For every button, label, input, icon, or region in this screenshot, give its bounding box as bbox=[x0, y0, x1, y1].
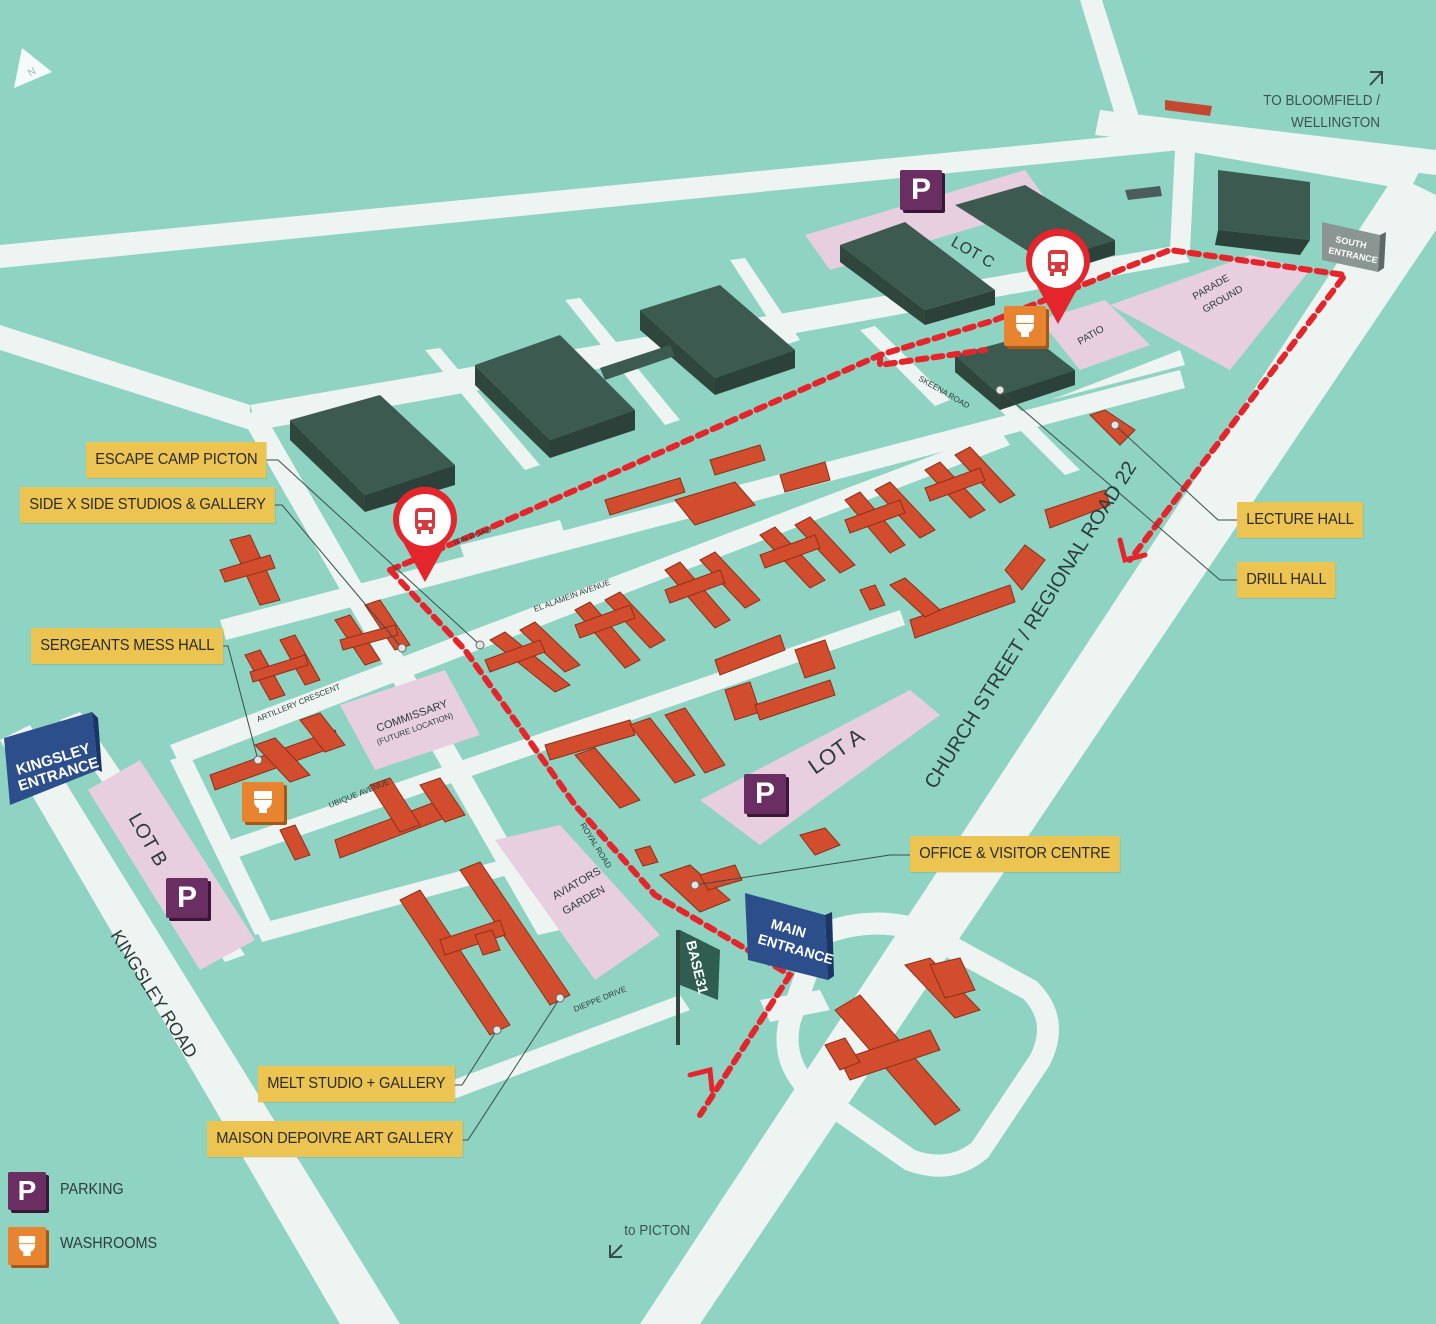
red-buildings bbox=[209, 409, 1136, 1126]
to-bloomfield-line-2: WELLINGTON bbox=[1290, 114, 1380, 131]
callout-maison-depoivre[interactable]: MAISON DEPOIVRE ART GALLERY bbox=[207, 1121, 463, 1157]
toilet-icon bbox=[1016, 315, 1034, 337]
callout-side-x-side[interactable]: SIDE X SIDE STUDIOS & GALLERY bbox=[20, 487, 275, 523]
bus-stop-pin-icon[interactable] bbox=[393, 486, 457, 582]
svg-text:N: N bbox=[26, 66, 38, 79]
parking-icon[interactable]: P bbox=[900, 170, 942, 210]
parking-icon[interactable]: P bbox=[744, 774, 786, 814]
legend-parking-label: PARKING bbox=[60, 1181, 124, 1198]
toilet-icon bbox=[18, 1236, 36, 1256]
lot-b-area bbox=[88, 760, 255, 970]
callout-escape-camp[interactable]: ESCAPE CAMP PICTON bbox=[86, 442, 267, 478]
callout-drill-hall[interactable]: DRILL HALL bbox=[1237, 562, 1336, 598]
shuttle-route bbox=[387, 246, 1351, 1118]
parking-icon[interactable]: P bbox=[166, 878, 208, 918]
south-entrance-sign bbox=[1322, 222, 1386, 272]
patio-area bbox=[1040, 300, 1150, 370]
to-picton-label: to PICTON bbox=[624, 1222, 690, 1239]
callout-melt-studio[interactable]: MELT STUDIO + GALLERY bbox=[258, 1066, 455, 1102]
base31-flag bbox=[676, 930, 720, 1045]
aviators-garden-area bbox=[495, 825, 660, 980]
to-bloomfield-line-1: TO BLOOMFIELD / bbox=[1263, 92, 1380, 109]
leader-lines bbox=[208, 389, 1237, 1141]
direction-arrow-icon bbox=[609, 1244, 623, 1258]
leader-dots bbox=[253, 385, 1120, 1035]
washroom-icon[interactable] bbox=[242, 782, 284, 822]
legend-parking-icon: P bbox=[8, 1172, 46, 1210]
direction-arrow-icon bbox=[1117, 537, 1148, 564]
bus-stop-pin-icon[interactable] bbox=[1026, 228, 1090, 324]
main-entrance-sign bbox=[745, 893, 834, 980]
direction-arrow-icon bbox=[1369, 71, 1383, 86]
washroom-icon[interactable] bbox=[1004, 306, 1046, 346]
callout-sergeants-mess[interactable]: SERGEANTS MESS HALL bbox=[31, 628, 224, 664]
callout-lecture-hall[interactable]: LECTURE HALL bbox=[1237, 502, 1363, 538]
toilet-icon bbox=[254, 791, 272, 813]
route-arrows bbox=[687, 537, 1148, 1093]
kingsley-entrance-sign bbox=[4, 712, 102, 805]
legend-washroom-icon bbox=[8, 1227, 46, 1265]
callout-office-visitor[interactable]: OFFICE & VISITOR CENTRE bbox=[910, 836, 1120, 872]
north-arrow-icon: N bbox=[14, 48, 52, 88]
dark-buildings bbox=[290, 100, 1310, 512]
to-bloomfield-label: TO BLOOMFIELD / WELLINGTON bbox=[1200, 90, 1380, 134]
legend-washrooms-label: WASHROOMS bbox=[60, 1235, 158, 1252]
commissary-area bbox=[340, 670, 480, 770]
parade-ground-area bbox=[1110, 255, 1310, 370]
direction-arrow-icon bbox=[687, 1066, 715, 1093]
